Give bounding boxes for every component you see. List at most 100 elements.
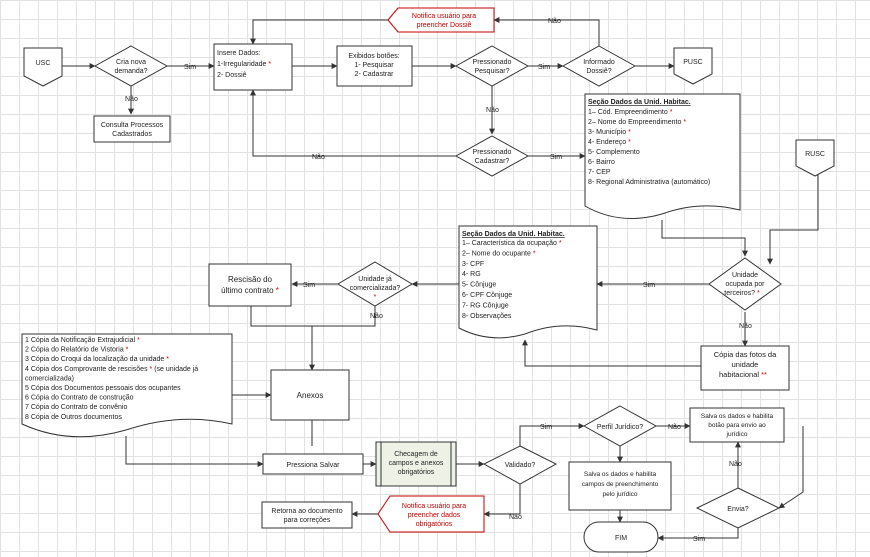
pesquisar-line1: Pressionado <box>473 59 512 66</box>
secao1-item: 8- Regional Administrativa (automático) <box>588 179 710 186</box>
exibidos-item1: 1- Pesquisar <box>354 62 394 69</box>
node-texts-left: Insere Dados: 1-Irregularidade * 2- Doss… <box>25 50 710 421</box>
anexos-box <box>270 369 350 421</box>
rescisao-line1: Rescisão do <box>228 275 273 284</box>
label-sim-pesquisar: Sim <box>538 64 550 71</box>
checagem-line1: Checagem de <box>394 451 438 458</box>
insere-item1: 1-Irregularidade * <box>217 61 271 68</box>
anexos-label: Anexos <box>297 391 324 400</box>
label-sim-cria: Sim <box>184 64 196 71</box>
edge-validado-notifica <box>483 484 521 517</box>
secao2-item: 7- RG Cônjuge <box>462 302 509 309</box>
edges <box>62 17 819 541</box>
comerc-mark: * <box>374 294 377 301</box>
salvajur-line1: Salva os dados e habilita <box>701 413 774 420</box>
label-sim-cadastrar: Sim <box>550 154 562 161</box>
comerc-line2: comercializada? <box>350 285 401 292</box>
checagem-box <box>375 441 457 487</box>
docs-item: 1 Cópia da Notificação Extrajudicial * <box>25 337 140 344</box>
envia-label: Envia? <box>727 506 749 513</box>
consulta-line2: Cadastrados <box>112 131 152 138</box>
secao2-item: 6- CPF Cônjuge <box>462 292 512 299</box>
insere-title: Insere Dados: <box>217 50 261 57</box>
label-sim-ocupada: Sim <box>643 282 655 289</box>
secao2-item: 8- Observações <box>462 313 512 320</box>
secao2-item: 1– Característica da ocupação * <box>462 240 562 247</box>
cadastrar-line2: Cadastrar? <box>475 158 510 165</box>
label-sim-envia: Sim <box>693 536 705 543</box>
checagem-line3: obrigatórios <box>398 469 435 476</box>
docs-item: 4 Cópia dos Comprovante de rescisões * (… <box>25 366 198 373</box>
salvapre-line2: campos de preenchimento <box>582 481 659 488</box>
unidade-comerc-decision <box>337 261 413 307</box>
checagem-line2: campos e anexos <box>389 460 444 467</box>
secao2-item: 2– Nome do ocupante * <box>462 250 536 257</box>
exibidos-box <box>336 45 413 87</box>
label-nao-validado: Não <box>509 514 522 521</box>
unidade-ocupada-decision <box>708 257 782 311</box>
edge-dossie-notifica <box>493 17 600 46</box>
label-nao-comerc: Não <box>370 313 383 320</box>
edge-docs-salvar <box>125 436 264 467</box>
salvajur-line2: botão para envio ao <box>708 422 766 429</box>
label-nao-perfil: Não <box>668 424 681 431</box>
label-nao-dossie: Não <box>548 18 561 25</box>
secao1-item: 1– Cód. Empreendimento * <box>588 109 673 116</box>
docs-item: 2 Cópia do Relatório de Vistoria * <box>25 347 129 354</box>
notifica-obrig-line1: Notifica usuário para <box>402 503 466 510</box>
docs-item: 3 Cópia do Croqui da localização da unid… <box>25 356 169 363</box>
rusc-connector <box>795 139 835 177</box>
docs-item: comercializada) <box>25 375 74 382</box>
secao1-document <box>584 93 741 219</box>
secao1-list: 1– Cód. Empreendimento *2– Nome do Empre… <box>588 109 710 186</box>
copia-fotos-box <box>700 345 790 391</box>
notifica-dossie-line1: Notifica usuário para <box>412 13 476 20</box>
edge-comerc-anexos <box>309 304 376 371</box>
edge-rescisao-anexos <box>250 306 312 327</box>
cria-nova-line1: Cria nova <box>116 59 146 66</box>
salvapre-line1: Salva os dados e habilita <box>584 471 657 478</box>
pusc-label: PUSC <box>683 59 702 66</box>
edge-envia-fim <box>657 528 739 541</box>
fotos-line1: Cópia das fotos da <box>714 350 777 359</box>
notifica-dossie-shape <box>387 7 495 33</box>
salvar-box <box>262 453 364 475</box>
insere-box <box>213 43 293 91</box>
secao1-item: 3- Município * <box>588 129 631 136</box>
fotos-line2: unidade <box>732 360 759 369</box>
usc-label: USC <box>36 60 51 67</box>
label-nao-cria: Não <box>125 96 138 103</box>
edge-labels: Sim Não Sim Não Não Não Sim Sim Não Sim … <box>125 18 752 543</box>
pressionado-cadastrar-decision <box>454 135 530 177</box>
label-nao-pesquisar: Não <box>486 107 499 114</box>
pusc-connector <box>673 47 713 85</box>
insere-item2: 2- Dossiê <box>217 72 247 79</box>
perfil-juridico-decision <box>582 405 658 447</box>
perfil-label: Perfil Jurídico? <box>597 424 643 431</box>
dossie-line1: Informado <box>583 59 615 66</box>
fim-terminator <box>583 521 659 553</box>
notifica-obrig-shape <box>377 495 485 533</box>
retorna-line2: para correções <box>284 517 331 524</box>
nodes <box>21 7 835 553</box>
label-nao-cadastrar: Não <box>312 154 325 161</box>
validado-decision <box>482 445 558 485</box>
retorna-line1: Retorna ao documento <box>271 508 342 515</box>
exibidos-title: Exibidos botões: <box>348 53 399 60</box>
edge-secao1-ocupada <box>661 220 748 257</box>
notifica-obrig-line3: obrigatórios <box>416 521 453 528</box>
secao2-list: 1– Característica da ocupação * 2– Nome d… <box>462 240 562 320</box>
edge-notifica-insere <box>250 19 388 45</box>
cria-nova-decision <box>93 45 169 87</box>
envia-decision <box>695 487 781 529</box>
rusc-label: RUSC <box>805 151 825 158</box>
salva-juridico-box <box>689 407 785 443</box>
node-texts: USC PUSC RUSC Cria nova demanda? Consult… <box>36 13 825 542</box>
docs-item: 8 Cópia de Outros documentos <box>25 414 122 421</box>
fotos-line3: habitacional ** <box>719 370 767 379</box>
label-sim-validado: Sim <box>540 424 552 431</box>
rescisao-box <box>208 263 292 307</box>
validado-label: Validado? <box>505 462 536 469</box>
